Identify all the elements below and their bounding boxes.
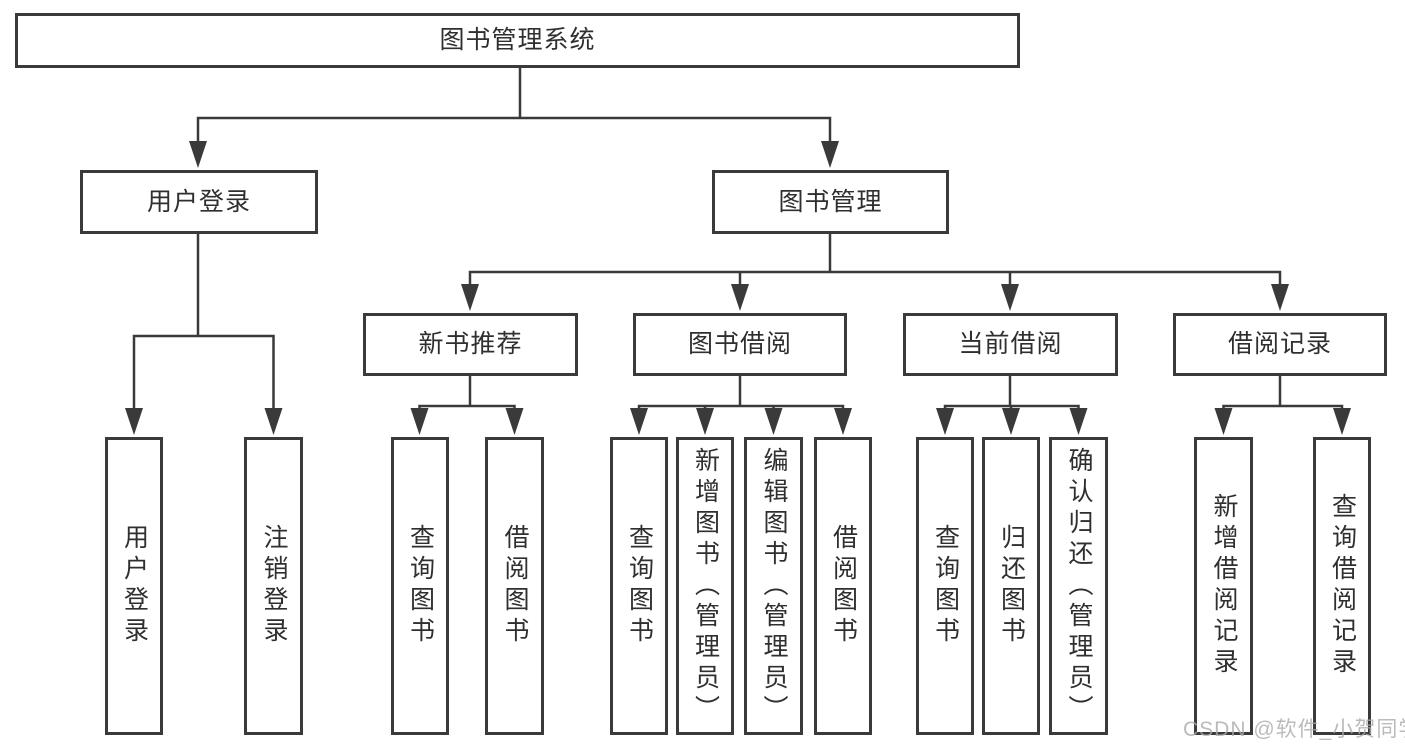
node-confirm-return-admin: 确认归还（管理员） <box>1049 437 1108 735</box>
node-label: 查询图书 <box>406 524 435 648</box>
node-label: 新增图书（管理员） <box>691 446 720 726</box>
node-label: 新书推荐 <box>418 330 523 358</box>
node-borrow-books-borrowing: 借阅图书 <box>814 437 872 735</box>
node-logout-action: 注销登录 <box>244 437 303 735</box>
node-label: 借阅记录 <box>1227 330 1332 358</box>
node-label: 注销登录 <box>260 524 288 648</box>
node-label: 用户登录 <box>120 524 149 648</box>
node-add-borrow-record: 新增借阅记录 <box>1194 437 1253 735</box>
node-label: 查询借阅记录 <box>1328 493 1357 679</box>
node-add-books-admin: 新增图书（管理员） <box>676 437 734 735</box>
node-label: 查询图书 <box>931 524 960 648</box>
node-query-books-borrowing: 查询图书 <box>610 437 668 735</box>
node-label: 图书管理 <box>778 187 883 216</box>
node-return-books: 归还图书 <box>982 437 1040 735</box>
node-book-borrowing: 图书借阅 <box>633 313 847 376</box>
node-label: 编辑图书（管理员） <box>760 446 788 726</box>
node-label: 确认归还（管理员） <box>1065 446 1093 726</box>
node-label: 用户登录 <box>146 187 251 216</box>
node-label: 借阅图书 <box>829 524 858 648</box>
node-label: 图书管理系统 <box>439 26 596 54</box>
node-label: 图书借阅 <box>687 330 792 358</box>
node-query-books-current: 查询图书 <box>916 437 974 735</box>
node-label: 当前借阅 <box>958 330 1063 358</box>
node-user-login-action: 用户登录 <box>105 437 163 735</box>
node-borrowing-records: 借阅记录 <box>1173 313 1387 376</box>
node-library-management-system: 图书管理系统 <box>15 13 1020 68</box>
node-label: 新增借阅记录 <box>1210 493 1238 679</box>
node-edit-books-admin: 编辑图书（管理员） <box>744 437 803 735</box>
node-user-login: 用户登录 <box>80 170 318 234</box>
node-label: 查询图书 <box>625 524 654 648</box>
node-query-borrow-record: 查询借阅记录 <box>1313 437 1371 735</box>
node-label: 借阅图书 <box>501 524 529 648</box>
watermark-text: CSDN @软件_小贺同学 <box>1183 718 1405 741</box>
node-borrow-books-recommend: 借阅图书 <box>485 437 544 735</box>
arrowhead-icons <box>125 141 1351 435</box>
node-current-borrowing: 当前借阅 <box>903 313 1118 376</box>
node-new-book-recommendation: 新书推荐 <box>363 313 578 376</box>
node-query-books-recommend: 查询图书 <box>391 437 449 735</box>
node-book-management: 图书管理 <box>712 170 949 234</box>
node-label: 归还图书 <box>997 524 1026 648</box>
